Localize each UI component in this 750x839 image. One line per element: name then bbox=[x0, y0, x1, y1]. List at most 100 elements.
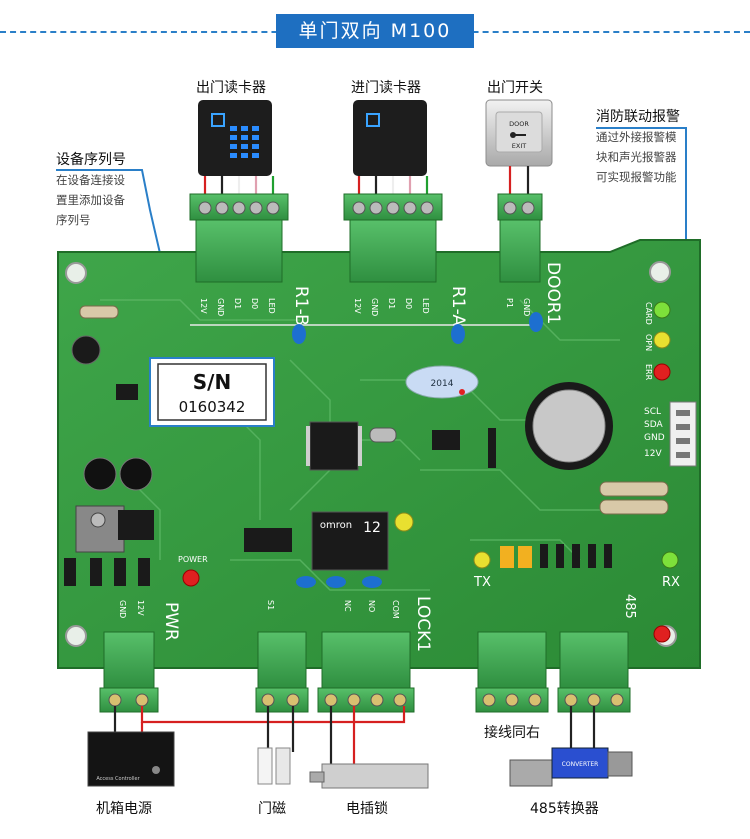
capacitor-blue bbox=[529, 312, 543, 332]
diode bbox=[90, 558, 102, 586]
r1b-pin: 12V bbox=[199, 298, 208, 314]
diode bbox=[138, 558, 150, 586]
r1b-pin: D0 bbox=[250, 298, 259, 309]
fire-note-line: 块和声光报警器 bbox=[596, 150, 677, 164]
electrolytic-capacitor bbox=[71, 335, 101, 365]
pwr-label: PWR bbox=[161, 602, 181, 641]
rx-led bbox=[661, 551, 679, 569]
exit-button-bottom-text: EXIT bbox=[512, 142, 526, 150]
resistor bbox=[79, 305, 119, 319]
serial-note-line: 在设备连接设 bbox=[56, 173, 125, 187]
electric-bolt-lock bbox=[309, 763, 429, 789]
door-pin: P1 bbox=[505, 298, 514, 308]
connector-pin-label: SDA bbox=[644, 420, 663, 430]
pcb-board bbox=[57, 239, 701, 669]
exit-reader-label: 出门读卡器 bbox=[196, 80, 266, 96]
cabinet-plate-text: Access Controller bbox=[96, 776, 140, 782]
tx-label: TX bbox=[473, 575, 491, 590]
diode bbox=[588, 544, 596, 568]
driver-chip bbox=[244, 528, 292, 552]
fire-note-line: 通过外接报警模 bbox=[596, 130, 677, 144]
sn-number: 0160342 bbox=[179, 398, 246, 416]
r1a-terminal bbox=[343, 193, 443, 283]
mount-hole bbox=[65, 625, 87, 647]
lock-pin: COM bbox=[391, 600, 400, 619]
indicator-led bbox=[394, 512, 414, 532]
eeprom-chip bbox=[432, 430, 460, 450]
pwr-pin: 12V bbox=[136, 600, 145, 616]
diode bbox=[540, 544, 548, 568]
door-pin: GND bbox=[522, 298, 531, 316]
lock-pin: S1 bbox=[266, 600, 275, 610]
chip-pins bbox=[358, 426, 362, 466]
r1b-pin: D1 bbox=[233, 298, 242, 309]
r1a-pin: LED bbox=[421, 298, 430, 314]
r1b-terminal bbox=[189, 193, 289, 283]
capacitor-blue bbox=[292, 324, 306, 344]
r1a-pin: GND bbox=[370, 298, 379, 316]
sn-label: S/N bbox=[193, 370, 231, 394]
date-sticker-text: 2014 bbox=[431, 379, 454, 389]
exit-button: DOOR EXIT bbox=[485, 99, 553, 167]
chip bbox=[116, 384, 138, 400]
exit-card-reader bbox=[198, 100, 272, 176]
fire-note: 消防联动报警 通过外接报警模 块和声光报警器 可实现报警功能 bbox=[596, 107, 706, 187]
converter-label: 485转换器 bbox=[530, 801, 599, 817]
serial-note: 设备序列号 在设备连接设 置里添加设备 序列号 bbox=[56, 150, 166, 230]
opn-led-label: OPN bbox=[644, 334, 653, 351]
r1b-pin: GND bbox=[216, 298, 225, 316]
relay-rating: 12 bbox=[363, 520, 381, 536]
rs485-terminal-b bbox=[557, 631, 631, 713]
relay-brand: omron bbox=[320, 520, 352, 531]
serial-note-title: 设备序列号 bbox=[56, 152, 126, 168]
capacitor-blue bbox=[326, 576, 346, 588]
serial-number-sticker: S/N 0160342 bbox=[149, 357, 275, 427]
power-cabinet: Access Controller bbox=[87, 731, 175, 787]
connector-pin-label: GND bbox=[644, 433, 665, 443]
lock1-label: LOCK1 bbox=[413, 596, 433, 652]
diode bbox=[604, 544, 612, 568]
sensor-terminal bbox=[255, 631, 309, 713]
opn-led bbox=[653, 331, 671, 349]
electrolytic-capacitor bbox=[119, 457, 153, 491]
door-terminal bbox=[497, 193, 543, 283]
power-resistor bbox=[599, 499, 669, 515]
card-led bbox=[653, 301, 671, 319]
diode bbox=[114, 558, 126, 586]
err-led bbox=[653, 363, 671, 381]
r1b-label: R1-B bbox=[291, 286, 311, 326]
connector-pin-label: 12V bbox=[644, 449, 662, 459]
tx-led bbox=[473, 551, 491, 569]
converter-tag: CONVERTER bbox=[562, 761, 599, 768]
wire-note: 接线同右 bbox=[484, 725, 540, 741]
exit-button-top-text: DOOR bbox=[509, 120, 529, 128]
page-title: 单门双向 M100 bbox=[276, 14, 474, 48]
coin-battery bbox=[525, 382, 613, 470]
diode bbox=[64, 558, 76, 586]
lock-pin: NO bbox=[367, 600, 376, 612]
power-led bbox=[182, 569, 200, 587]
capacitor-yellow bbox=[500, 546, 514, 568]
serial-note-line: 置里添加设备 bbox=[56, 193, 125, 207]
electrolytic-capacitor bbox=[83, 457, 117, 491]
omron-relay: omron 12 bbox=[311, 511, 389, 571]
cabinet-label: 机箱电源 bbox=[96, 801, 152, 817]
capacitor-blue bbox=[362, 576, 382, 588]
voltage-regulator bbox=[118, 510, 154, 540]
lock-label: 电插锁 bbox=[346, 801, 388, 817]
status-led bbox=[653, 625, 671, 643]
card-led-label: CARD bbox=[644, 302, 653, 325]
pin-header bbox=[488, 428, 496, 468]
rx-label: RX bbox=[662, 575, 680, 590]
mcu-chip bbox=[309, 421, 359, 471]
chip-pins bbox=[306, 426, 310, 466]
power-resistor bbox=[599, 481, 669, 497]
diode bbox=[556, 544, 564, 568]
r1a-label: R1-A bbox=[448, 286, 468, 326]
capacitor-blue bbox=[451, 324, 465, 344]
rs485-converter: CONVERTER bbox=[509, 747, 633, 787]
door1-label: DOOR1 bbox=[543, 262, 563, 324]
pwr-terminal bbox=[99, 631, 159, 713]
entry-reader-label: 进门读卡器 bbox=[351, 80, 421, 96]
connector-pin-label: SCL bbox=[644, 407, 661, 417]
